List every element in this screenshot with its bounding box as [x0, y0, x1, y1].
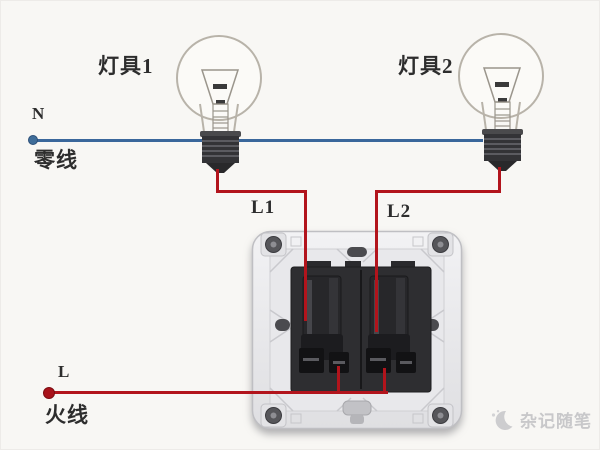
left-side-slot: [275, 319, 290, 331]
rocker-gang-1: [299, 275, 349, 373]
live-wire-segment: [375, 190, 501, 193]
live-name-label: 火线: [45, 403, 89, 427]
rocker-gang-2: [366, 275, 416, 373]
mounting-screws: [260, 232, 454, 428]
double-rocker-switch: [251, 230, 463, 430]
light-bulb-icon: [176, 35, 262, 173]
light-bulb-icon: [458, 33, 544, 171]
crescent-moon-stars-icon: [491, 409, 513, 430]
lamp2-label: 灯具2: [398, 54, 454, 78]
watermark: 杂记随笔: [489, 407, 592, 432]
watermark-text: 杂记随笔: [520, 412, 592, 431]
live-wire-segment: [216, 190, 307, 193]
lamp1-label: 灯具1: [98, 54, 154, 78]
top-center-slot: [347, 247, 367, 257]
l2-label: L2: [387, 201, 412, 222]
neutral-letter-label: N: [32, 104, 45, 123]
neutral-name-label: 零线: [34, 148, 78, 172]
live-letter-label: L: [58, 362, 70, 381]
l1-label: L1: [251, 197, 276, 218]
bottom-center-tab: [342, 400, 372, 416]
live-dot: [43, 387, 55, 399]
